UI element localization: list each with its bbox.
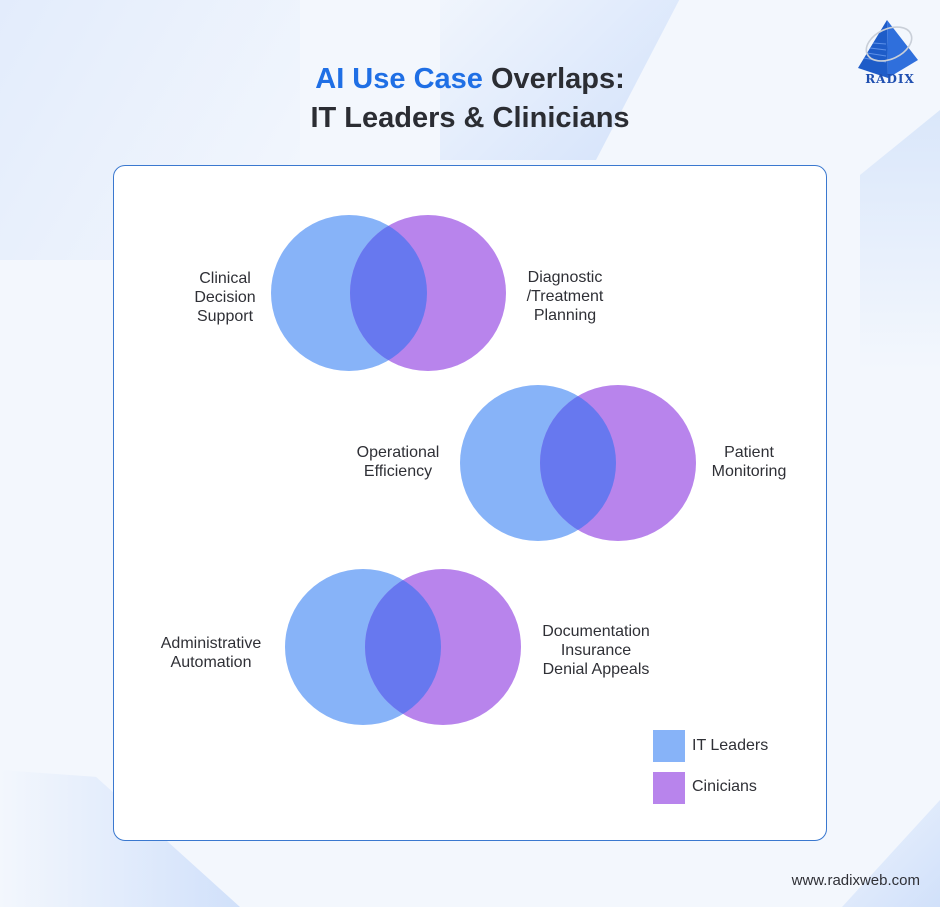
label-line: Support — [196, 308, 254, 325]
venn-2-right-label: Patient Monitoring — [700, 443, 798, 481]
legend-label-it-leaders: IT Leaders — [692, 737, 769, 754]
label-line: Decision — [194, 289, 256, 306]
venn-diagram-2 — [460, 385, 696, 541]
label-line: Administrative — [160, 635, 262, 652]
label-line: Diagnostic — [527, 269, 603, 286]
label-line: /Treatment — [526, 288, 604, 305]
title-accent: AI Use Case — [315, 63, 483, 95]
background-decoration — [860, 110, 940, 370]
venn-3-left-label: Administrative Automation — [146, 634, 276, 672]
label-line: Planning — [533, 307, 597, 324]
label-line: Efficiency — [363, 463, 433, 480]
label-line: Documentation — [542, 623, 650, 640]
overlap-region — [540, 385, 616, 541]
venn-1-left-label: Clinical Decision Support — [180, 269, 270, 326]
label-line: Clinical — [199, 270, 251, 287]
label-line: Patient — [724, 444, 774, 461]
venn-2-left-label: Operational Efficiency — [342, 443, 454, 481]
venn-1-right-label: Diagnostic /Treatment Planning — [510, 268, 620, 325]
venn-3-right-label: Documentation Insurance Denial Appeals — [526, 622, 666, 679]
footer-url: www.radixweb.com — [791, 872, 920, 889]
legend-swatch-clinicians — [653, 772, 685, 804]
overlap-region — [365, 569, 441, 725]
page-title: AI Use Case Overlaps: — [0, 60, 940, 98]
label-line: Denial Appeals — [542, 661, 650, 678]
label-line: Insurance — [560, 642, 632, 659]
pyramid-logo-icon — [858, 20, 918, 78]
label-line: Automation — [170, 654, 252, 671]
legend-label-clinicians: Cinicians — [692, 778, 757, 795]
page-subtitle: IT Leaders & Clinicians — [310, 102, 630, 134]
label-line: Monitoring — [711, 463, 787, 480]
venn-diagram-3 — [285, 569, 521, 725]
label-line: Operational — [356, 444, 440, 461]
logo-text: RADIX — [865, 72, 915, 86]
overlap-region — [350, 215, 427, 371]
venn-diagram-1 — [271, 215, 506, 371]
title-rest: Overlaps: — [482, 63, 625, 95]
legend-swatch-it-leaders — [653, 730, 685, 762]
